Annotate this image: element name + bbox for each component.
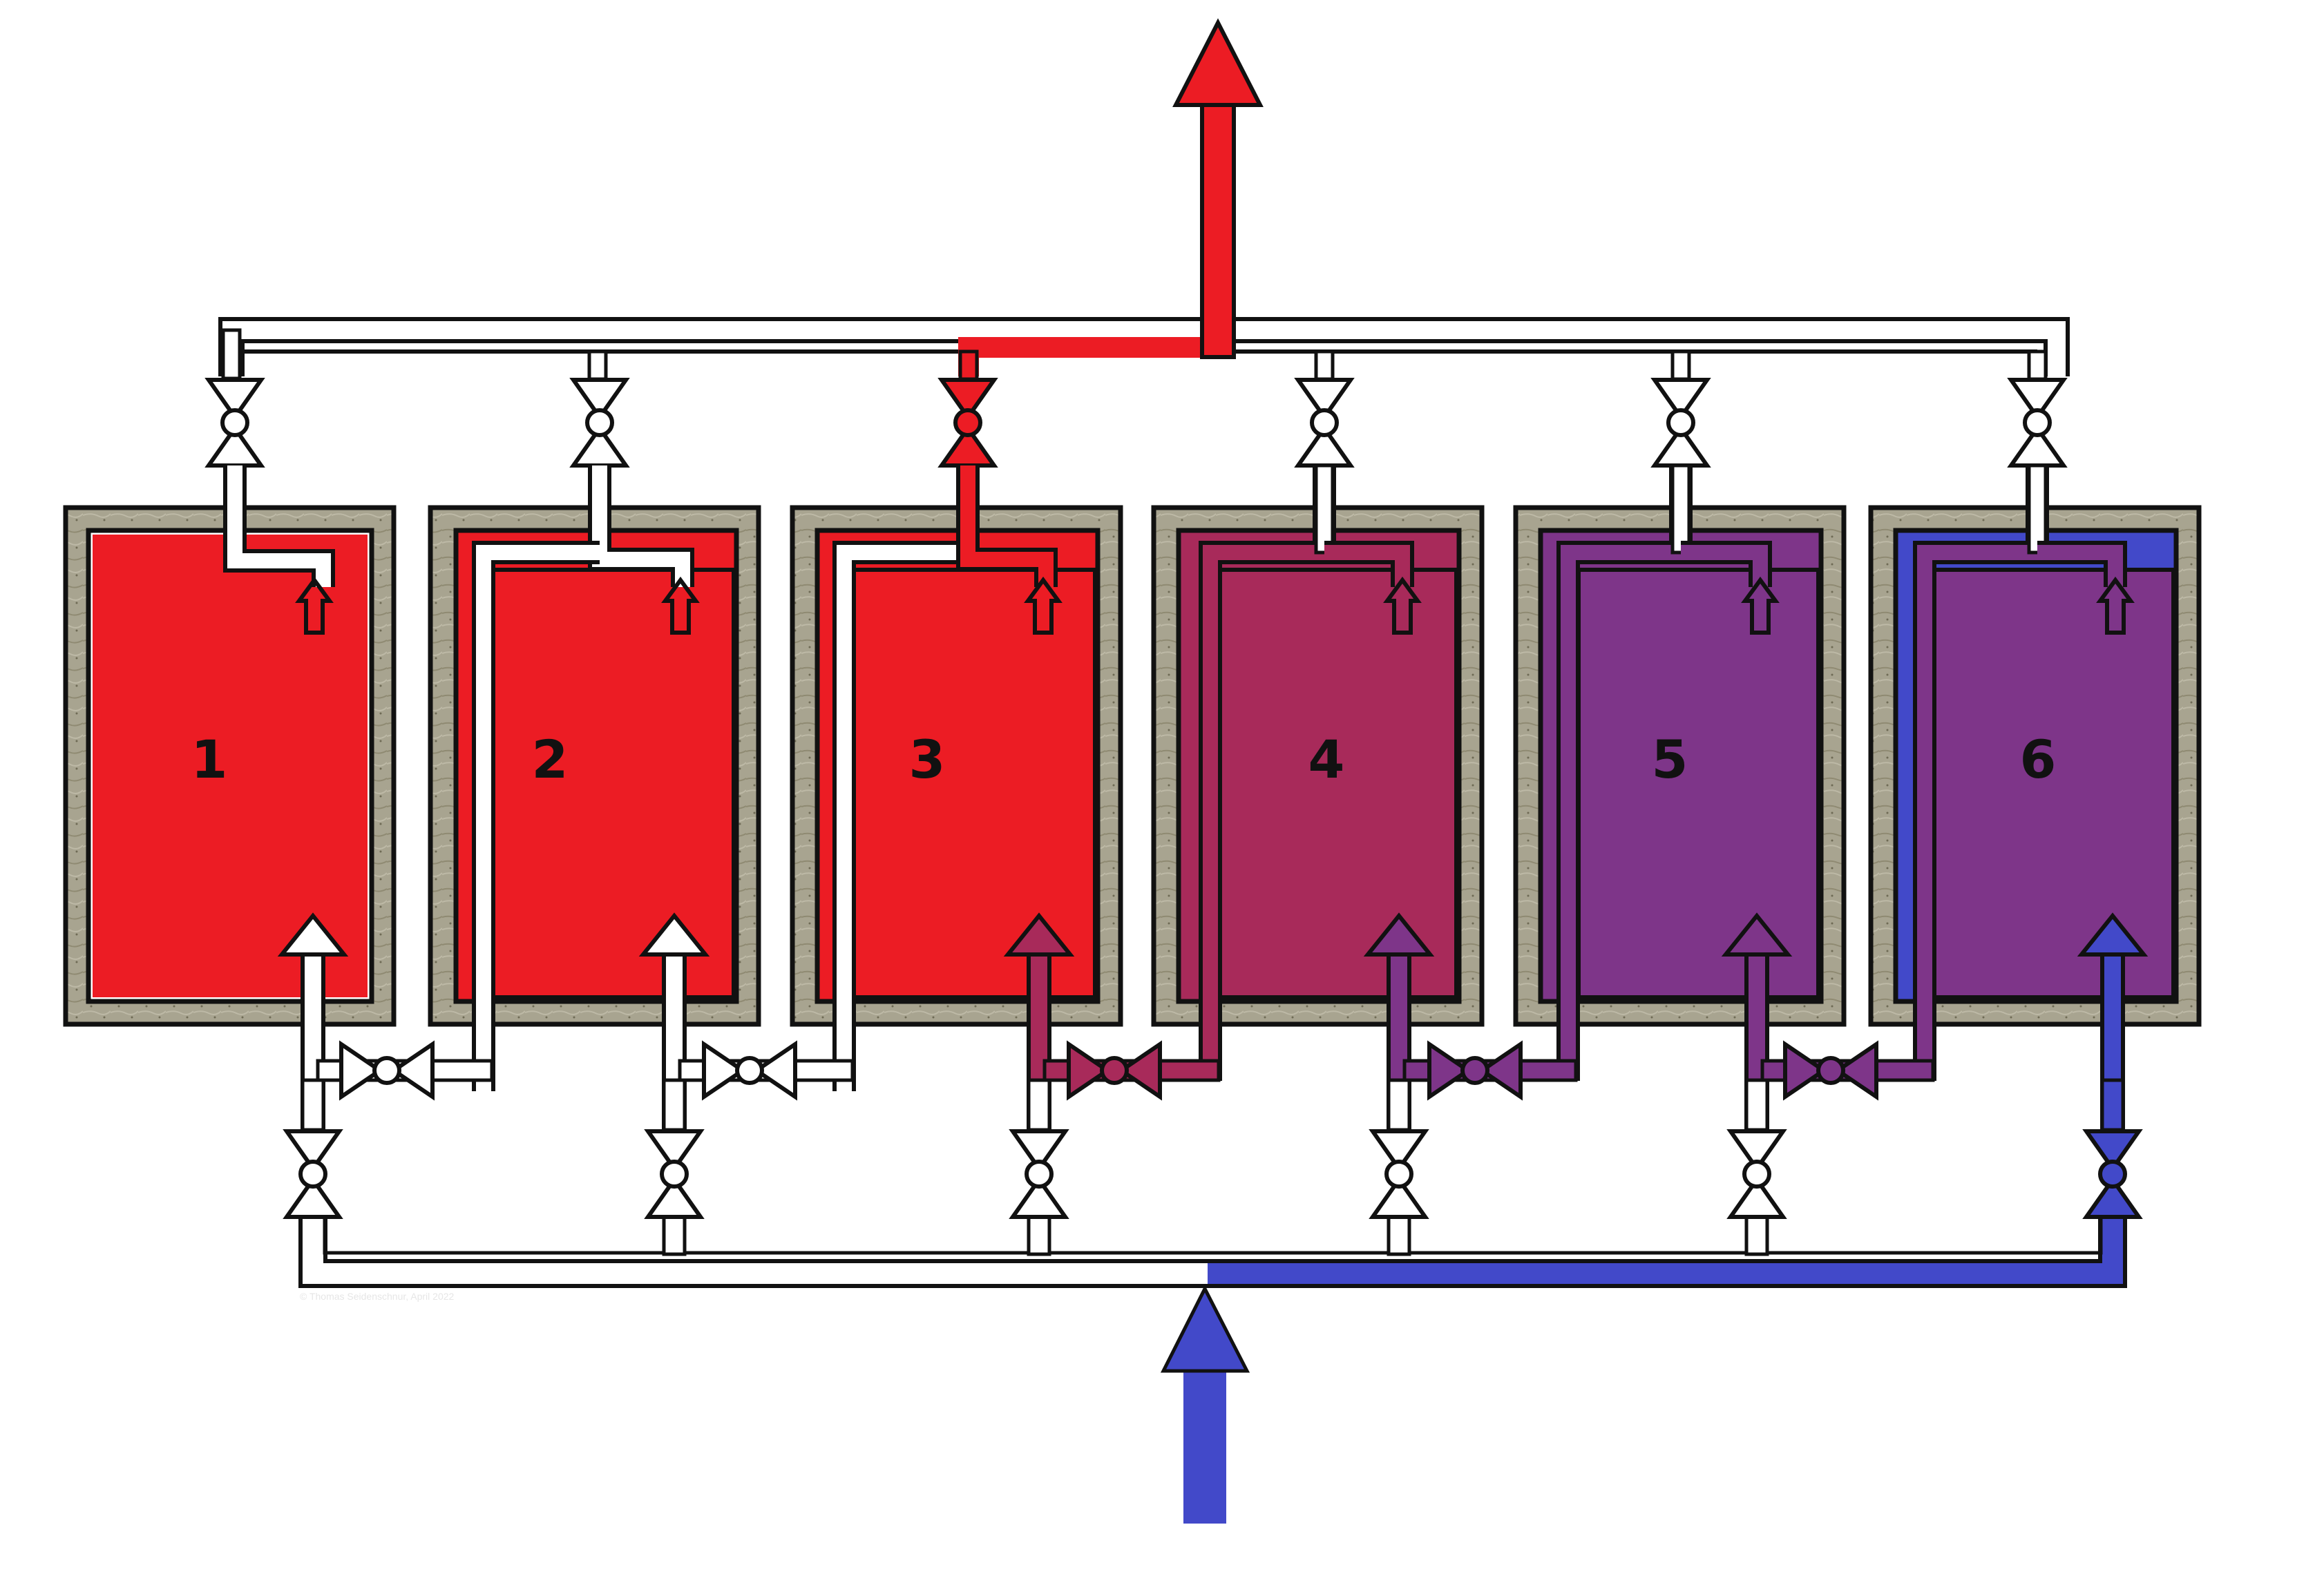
tank-2-label: 2 bbox=[532, 729, 569, 790]
bottom-valve-3[interactable] bbox=[1009, 1129, 1069, 1219]
tank-group: 1 2 3 4 5 bbox=[63, 505, 2202, 1027]
bottom-valve-1[interactable] bbox=[283, 1129, 343, 1219]
tank-3-label: 3 bbox=[909, 729, 946, 790]
tank-1-water bbox=[93, 535, 368, 997]
tank-3-water bbox=[852, 568, 1097, 999]
tank-4-water bbox=[1215, 568, 1458, 999]
tank-1: 1 bbox=[63, 505, 397, 1027]
crossover-valve-2-3[interactable] bbox=[702, 1040, 797, 1101]
bottom-valve-6[interactable] bbox=[2082, 1129, 2143, 1219]
top-valve-5[interactable] bbox=[1650, 378, 1711, 468]
tank-5-label: 5 bbox=[1652, 729, 1688, 790]
inlet-arrow bbox=[1160, 1285, 1250, 1373]
crossover-valve-3-4[interactable] bbox=[1067, 1040, 1162, 1101]
crossover-valves bbox=[339, 1040, 1878, 1101]
bottom-manifold bbox=[298, 1078, 2127, 1524]
crossover-valve-1-2[interactable] bbox=[339, 1040, 435, 1101]
outlet-arrow bbox=[1172, 18, 1264, 107]
tank-1-label: 1 bbox=[191, 729, 228, 790]
tank-4-label: 4 bbox=[1308, 729, 1345, 790]
crossover-valve-4-5[interactable] bbox=[1427, 1040, 1523, 1101]
top-valves bbox=[204, 378, 2068, 468]
tank-6-label: 6 bbox=[2020, 729, 2057, 790]
tank-outlet-arrows bbox=[295, 576, 2135, 635]
bottom-valve-5[interactable] bbox=[1726, 1129, 1787, 1219]
copyright-credit: © Thomas Seidenschnur, April 2022 bbox=[300, 1291, 455, 1302]
top-valve-4[interactable] bbox=[1294, 378, 1355, 468]
top-manifold bbox=[218, 18, 2070, 381]
bottom-valve-4[interactable] bbox=[1369, 1129, 1429, 1219]
top-valve-3[interactable] bbox=[937, 378, 998, 468]
top-stub-pipes bbox=[223, 463, 2127, 1091]
crossover-valve-5-6[interactable] bbox=[1783, 1040, 1878, 1101]
tank-6-water bbox=[1932, 568, 2175, 999]
inlet-riser-main bbox=[1183, 1367, 1226, 1524]
top-valve-2[interactable] bbox=[569, 378, 630, 468]
hot-header-segment bbox=[958, 337, 1221, 376]
tank-5-water bbox=[1577, 568, 1820, 999]
top-valve-1[interactable] bbox=[204, 378, 265, 468]
bottom-valves bbox=[283, 1129, 2143, 1219]
bottom-valve-2[interactable] bbox=[644, 1129, 705, 1219]
top-valve-6[interactable] bbox=[2007, 378, 2068, 468]
outlet-riser bbox=[1200, 98, 1236, 359]
tank-2-water bbox=[486, 568, 736, 999]
